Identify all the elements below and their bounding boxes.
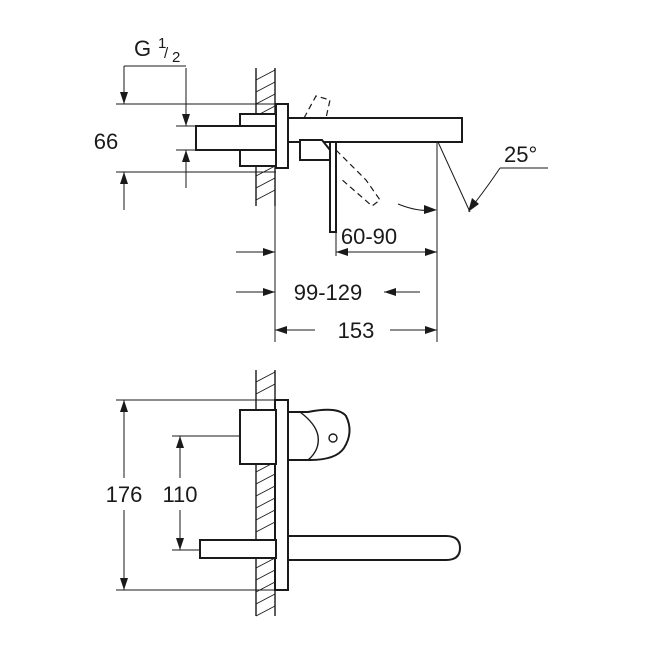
lever-rotated-outline xyxy=(303,95,331,119)
lever-rod-top xyxy=(329,141,337,233)
dim-66-label: 66 xyxy=(94,129,118,154)
arrow-60-90-right xyxy=(425,248,437,256)
lever-swing-outline xyxy=(335,149,381,207)
mixer-body-side xyxy=(239,409,277,465)
dim-spout-range-label: 99-129 xyxy=(294,280,363,305)
dim-angle-label: 25° xyxy=(504,142,537,167)
dim-176-label: 176 xyxy=(106,482,143,507)
svg-text:2: 2 xyxy=(172,49,180,66)
lever-top xyxy=(299,139,331,161)
svg-text:G: G xyxy=(134,36,151,61)
lever-side-screw xyxy=(328,433,338,443)
spout-pipe-side xyxy=(199,539,277,559)
wall-side xyxy=(255,370,276,617)
arrow-99-129-right xyxy=(384,288,396,296)
arrow-110-bottom xyxy=(176,538,184,550)
arrow-153-right xyxy=(425,326,437,334)
angle-arc-right xyxy=(473,167,501,205)
top-view: 66 G 1 / 2 25° 60-90 99- xyxy=(94,35,548,343)
thread-label: G 1 / 2 xyxy=(134,35,180,66)
dim-lever-range-label: 60-90 xyxy=(341,224,397,249)
wall-plate-top xyxy=(275,103,289,169)
arrow-110-top xyxy=(176,436,184,448)
svg-text:1: 1 xyxy=(158,35,166,52)
side-view: 176 110 xyxy=(106,370,462,617)
wall-plate-side xyxy=(274,399,289,591)
lever-side xyxy=(287,408,351,461)
arrow-99-129-left xyxy=(263,288,275,296)
arrow-153-left xyxy=(275,326,287,334)
arrow-66-top xyxy=(120,92,128,104)
spout-top xyxy=(287,117,463,143)
arrow-176-top xyxy=(120,400,128,412)
arrow-60-90-left xyxy=(336,248,348,256)
svg-text:/: / xyxy=(164,45,169,62)
dim-110-label: 110 xyxy=(162,482,197,507)
dim-spout-length-label: 153 xyxy=(338,318,375,343)
pipe-top xyxy=(195,125,277,151)
angle-ray xyxy=(437,141,471,213)
arrow-176-bottom xyxy=(120,578,128,590)
lever-side-detail xyxy=(299,411,319,461)
arrow-wall-left xyxy=(263,248,275,256)
arrow-66-bottom xyxy=(120,172,128,184)
arrow-angle-right xyxy=(468,198,479,212)
arrow-thread-top xyxy=(182,114,190,126)
spout-side xyxy=(287,535,462,561)
arrow-thread-bottom xyxy=(182,150,190,162)
arrow-angle-left xyxy=(424,205,437,214)
